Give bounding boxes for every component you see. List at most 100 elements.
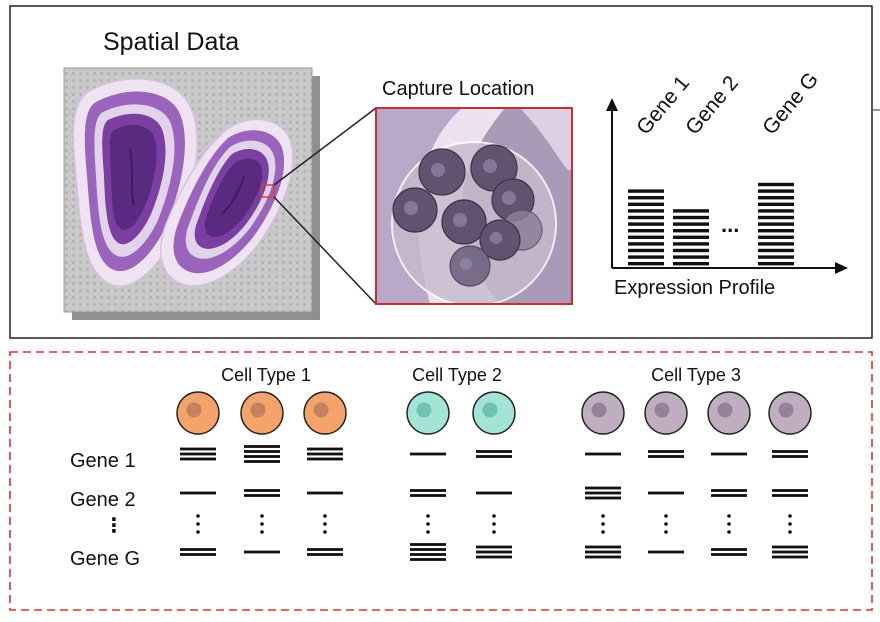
expression-bar-stripe	[758, 189, 794, 193]
expression-mark	[410, 543, 446, 546]
expression-mark	[585, 491, 621, 495]
row-label-gene-g: Gene G	[70, 548, 140, 570]
ellipsis-dot	[492, 522, 496, 526]
expression-mark	[476, 450, 512, 453]
expression-mark	[244, 445, 280, 448]
expression-bar-3	[758, 182, 794, 266]
cell-nucleus-icon	[591, 402, 607, 418]
expression-mark	[648, 450, 684, 453]
expression-mark	[585, 486, 621, 490]
expression-mark	[410, 489, 446, 492]
expression-mark	[772, 555, 808, 559]
expression-mark	[180, 452, 216, 456]
expression-bar-stripe	[673, 215, 709, 220]
expression-bar-stripe	[758, 215, 794, 220]
cell-column	[472, 391, 516, 559]
ellipsis-dot	[788, 514, 792, 518]
expression-mark	[772, 450, 808, 453]
expression-bar-stripe	[628, 196, 664, 200]
expression-mark	[772, 489, 808, 492]
cell-column	[303, 391, 347, 556]
ellipsis-dot	[426, 514, 430, 518]
cell-nucleus-icon	[416, 402, 432, 418]
capture-location-title: Capture Location	[382, 78, 534, 100]
ellipsis-dot	[664, 514, 668, 518]
ellipsis-dot	[664, 530, 668, 534]
expression-bar-stripe	[758, 202, 794, 206]
ellipsis-dot	[601, 530, 605, 534]
cell-nucleus-icon	[186, 402, 202, 418]
expression-bar-stripe	[628, 255, 664, 259]
cell-nucleus-icon	[778, 402, 794, 418]
expression-mark	[711, 548, 747, 551]
expression-mark	[244, 489, 280, 492]
bottom-panel: Gene 1 Gene 2 ⋮ Gene G Cell Type 1 Cell …	[9, 351, 873, 611]
expression-mark	[772, 455, 808, 458]
expression-bar-stripe	[673, 229, 709, 233]
expression-mark	[307, 457, 343, 461]
bars-ellipsis: ...	[721, 212, 739, 237]
expression-mark	[307, 553, 343, 556]
cell-column	[707, 391, 751, 556]
expression-mark	[476, 491, 512, 495]
expression-mark	[180, 447, 216, 451]
cell-nucleus-icon	[250, 402, 266, 418]
expression-mark	[410, 553, 446, 556]
zoom-line-top	[273, 107, 377, 186]
expression-mark	[410, 494, 446, 497]
tissue-slide	[63, 67, 320, 320]
cell-column	[581, 391, 625, 559]
expression-bar-stripe	[673, 235, 709, 239]
cell-type-2-label: Cell Type 2	[412, 365, 502, 385]
expression-mark	[307, 447, 343, 451]
ellipsis-dot	[260, 514, 264, 518]
expression-bar-stripe	[673, 242, 709, 246]
expression-mark	[772, 545, 808, 549]
row-label-vertical-dots: ⋮	[104, 515, 124, 537]
expression-mark	[476, 550, 512, 554]
ellipsis-dot	[727, 530, 731, 534]
cell-column	[176, 391, 220, 556]
cell-type-1-label: Cell Type 1	[221, 365, 311, 385]
expression-bar-stripe	[628, 202, 664, 206]
cell-nucleus-icon	[654, 402, 670, 418]
expression-bar-stripe	[628, 229, 664, 233]
expression-bar-stripe	[628, 248, 664, 253]
capture-spot-marker	[261, 184, 275, 198]
tissue-lobe-left	[72, 78, 198, 287]
expression-bar-stripe	[673, 255, 709, 259]
cell-column	[240, 391, 284, 554]
cell-nucleus-icon	[717, 402, 733, 418]
expression-mark	[307, 491, 343, 495]
ellipsis-dot	[727, 514, 731, 518]
ellipsis-dot	[196, 522, 200, 526]
expression-bar-stripe	[758, 209, 794, 213]
tissue-lobe-right	[160, 118, 294, 287]
expression-mark	[307, 548, 343, 551]
expression-mark	[648, 455, 684, 458]
expression-bar-stripe	[673, 262, 709, 266]
row-label-gene-1: Gene 1	[70, 450, 136, 472]
expression-mark	[648, 491, 684, 495]
expression-bar-stripe	[758, 255, 794, 259]
expression-bar-stripe	[673, 248, 709, 253]
expression-bar-stripe	[758, 182, 794, 187]
capture-box-frame	[375, 107, 573, 305]
spatial-data-title: Spatial Data	[103, 28, 239, 56]
ellipsis-dot	[492, 514, 496, 518]
ellipsis-dot	[664, 522, 668, 526]
expression-bar-stripe	[758, 222, 794, 226]
expression-mark	[410, 452, 446, 456]
expression-mark	[711, 494, 747, 497]
ellipsis-dot	[323, 530, 327, 534]
cell-column	[406, 391, 450, 561]
ellipsis-dot	[260, 530, 264, 534]
expression-mark	[180, 553, 216, 556]
expression-bar-stripe	[628, 209, 664, 213]
expression-mark	[244, 455, 280, 458]
expression-bar-stripe	[628, 242, 664, 246]
expression-mark	[410, 558, 446, 561]
expression-mark	[585, 550, 621, 554]
expression-bar-stripe	[673, 209, 709, 213]
